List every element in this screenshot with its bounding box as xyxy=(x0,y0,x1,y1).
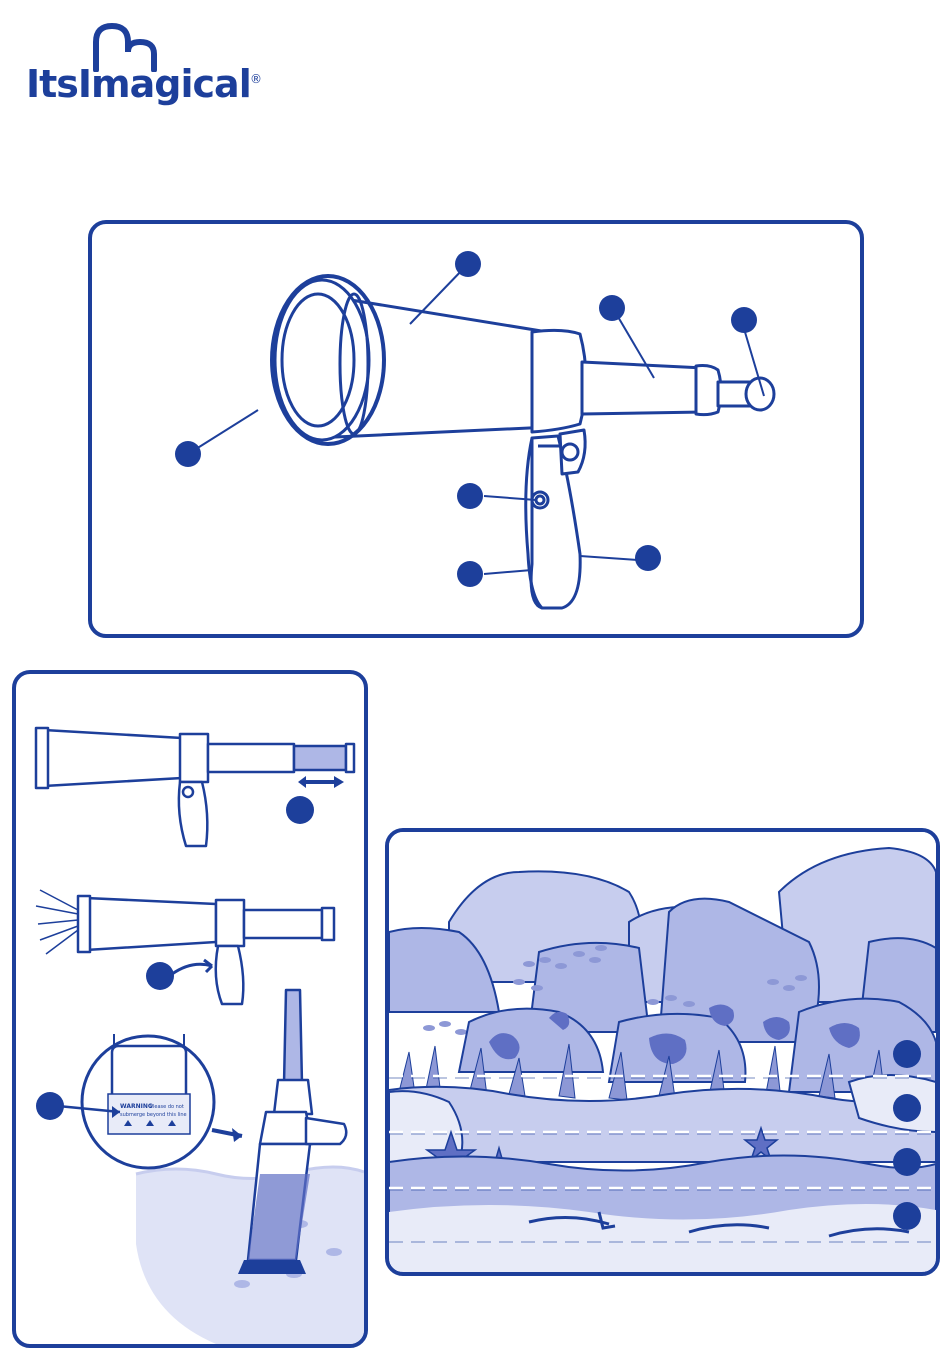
warning-label-line1: Please do not xyxy=(150,1104,184,1110)
callout-marker xyxy=(893,1040,921,1068)
warning-label-title: WARNING xyxy=(120,1103,153,1110)
callout-marker xyxy=(286,796,314,824)
callout-marker xyxy=(599,295,625,321)
brand-logo: ItsImagical ® xyxy=(26,22,286,122)
callout-marker xyxy=(457,561,483,587)
logo-registered-mark: ® xyxy=(250,72,262,86)
telescope-diagram xyxy=(92,224,860,634)
telescope-parts-panel xyxy=(88,220,864,638)
callout-marker xyxy=(455,251,481,277)
callout-marker xyxy=(36,1092,64,1120)
callout-marker xyxy=(893,1148,921,1176)
callout-marker xyxy=(893,1094,921,1122)
callout-marker xyxy=(635,545,661,571)
callout-marker xyxy=(146,962,174,990)
reef-scene-illustration xyxy=(389,832,936,1272)
usage-steps-panel: WARNING Please do not submerge beyond th… xyxy=(12,670,368,1348)
reef-scene-panel xyxy=(385,828,940,1276)
callout-marker xyxy=(731,307,757,333)
callout-marker xyxy=(893,1202,921,1230)
logo-wordmark: ItsImagical xyxy=(26,62,251,106)
warning-label-line2: submerge beyond this line xyxy=(120,1112,187,1118)
callout-marker xyxy=(457,483,483,509)
usage-steps-diagram: WARNING Please do not submerge beyond th… xyxy=(16,674,364,1344)
callout-marker xyxy=(175,441,201,467)
